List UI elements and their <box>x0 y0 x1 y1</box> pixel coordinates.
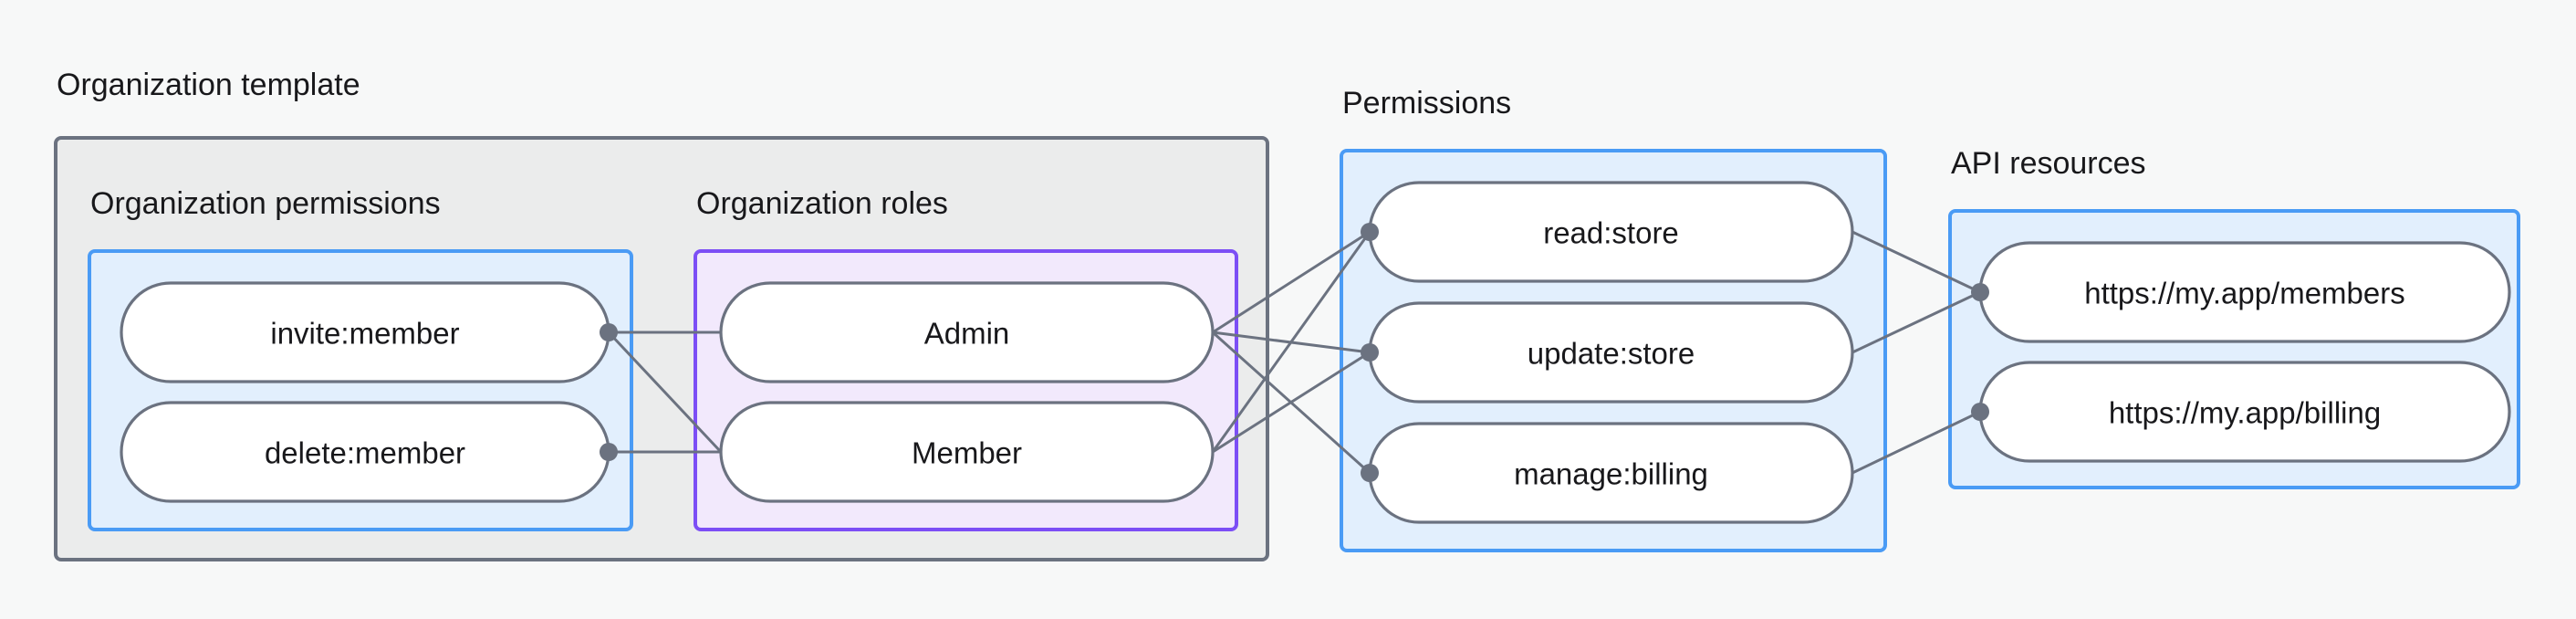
node-invite-member[interactable]: invite:member <box>120 281 610 383</box>
dot-members-url-in <box>1971 283 1989 301</box>
edge-member-to-update-store <box>1212 351 1371 454</box>
group-label-organization-permissions: Organization permissions <box>90 186 441 221</box>
node-shape-admin <box>719 281 1215 383</box>
node-manage-billing[interactable]: manage:billing <box>1368 422 1854 524</box>
group-label-organization-roles: Organization roles <box>696 186 948 221</box>
group-label-permissions: Permissions <box>1342 86 1511 121</box>
node-update-store[interactable]: update:store <box>1368 301 1854 404</box>
group-label-organization-template: Organization template <box>57 68 360 102</box>
node-label-admin: Admin <box>924 317 1010 351</box>
edge-update-store-to-members-url <box>1851 290 1981 354</box>
dot-delete-member-out <box>600 443 618 461</box>
edge-manage-billing-to-billing-url <box>1851 410 1981 475</box>
edge-admin-to-read-store <box>1212 230 1371 334</box>
node-shape-member <box>719 401 1215 503</box>
edges-layer <box>607 230 1981 475</box>
node-label-members-url: https://my.app/members <box>2084 277 2405 310</box>
node-label-invite-member: invite:member <box>270 317 459 351</box>
node-label-billing-url: https://my.app/billing <box>2109 396 2381 430</box>
edge-read-store-to-members-url <box>1851 230 1981 294</box>
node-read-store[interactable]: read:store <box>1368 181 1854 283</box>
edge-endpoint-dots-layer <box>600 223 1989 482</box>
group-label-api-resources: API resources <box>1951 146 2146 181</box>
node-member[interactable]: Member <box>719 401 1215 503</box>
node-label-update-store: update:store <box>1528 337 1695 371</box>
node-label-manage-billing: manage:billing <box>1514 457 1708 491</box>
dot-manage-billing-in <box>1361 464 1379 482</box>
dot-update-store-in <box>1361 343 1379 362</box>
node-billing-url[interactable]: https://my.app/billing <box>1978 361 2511 463</box>
edge-member-to-read-store <box>1211 231 1371 453</box>
dot-read-store-in <box>1361 223 1379 241</box>
node-admin[interactable]: Admin <box>719 281 1215 383</box>
dot-billing-url-in <box>1971 403 1989 421</box>
node-label-delete-member: delete:member <box>265 436 465 470</box>
node-label-member: Member <box>912 436 1022 470</box>
node-delete-member[interactable]: delete:member <box>120 401 610 503</box>
node-label-read-store: read:store <box>1543 216 1679 250</box>
edge-invite-member-to-member <box>607 330 723 454</box>
node-members-url[interactable]: https://my.app/members <box>1978 241 2511 343</box>
dot-invite-member-out <box>600 323 618 341</box>
